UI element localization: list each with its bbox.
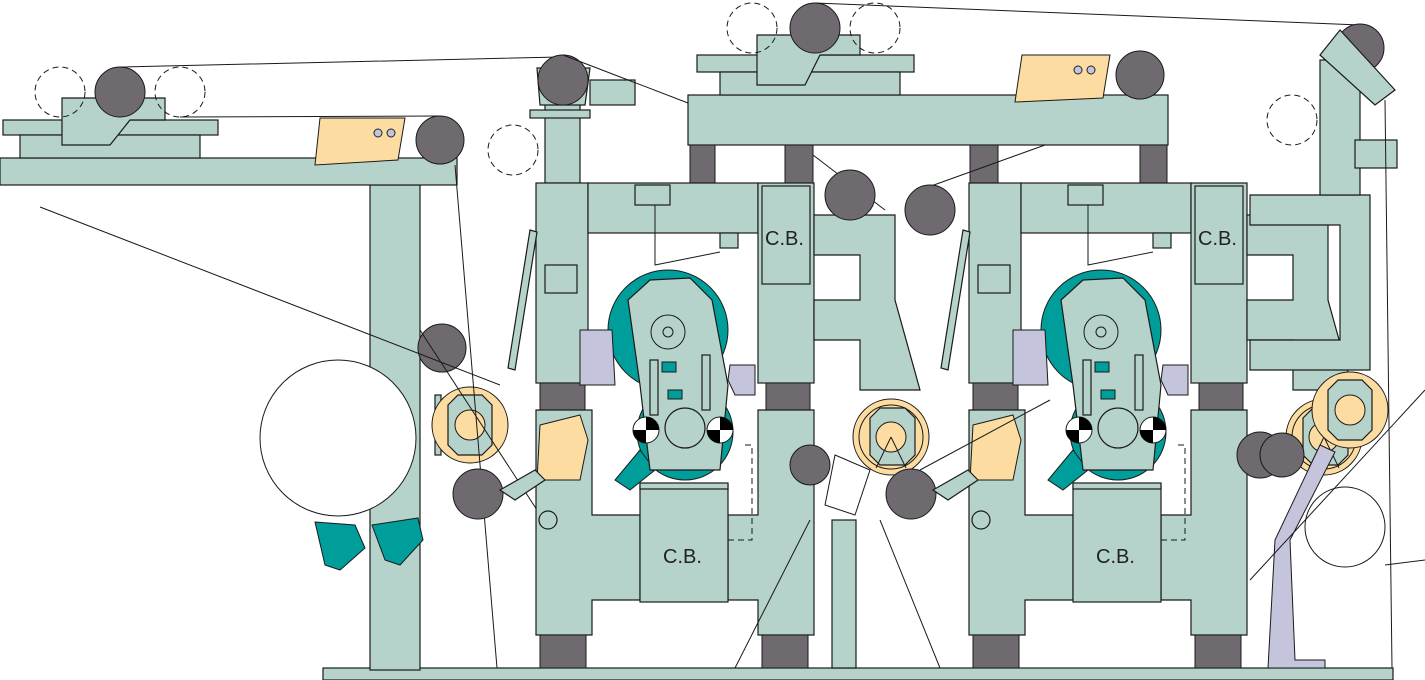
roll xyxy=(1259,432,1305,478)
cb-label: C.B. xyxy=(1096,546,1135,568)
right-guide-column xyxy=(1249,23,1425,669)
base-beam xyxy=(322,667,1394,680)
roll xyxy=(94,66,146,118)
top-structure xyxy=(562,2,1361,211)
left-stand xyxy=(0,56,561,671)
cb-label: C.B. xyxy=(1198,228,1237,250)
upper-guide-column xyxy=(487,54,636,184)
cb-label: C.B. xyxy=(663,546,702,568)
roll xyxy=(904,184,956,236)
cb-label: C.B. xyxy=(765,228,804,250)
press-unit-1 xyxy=(452,169,930,669)
